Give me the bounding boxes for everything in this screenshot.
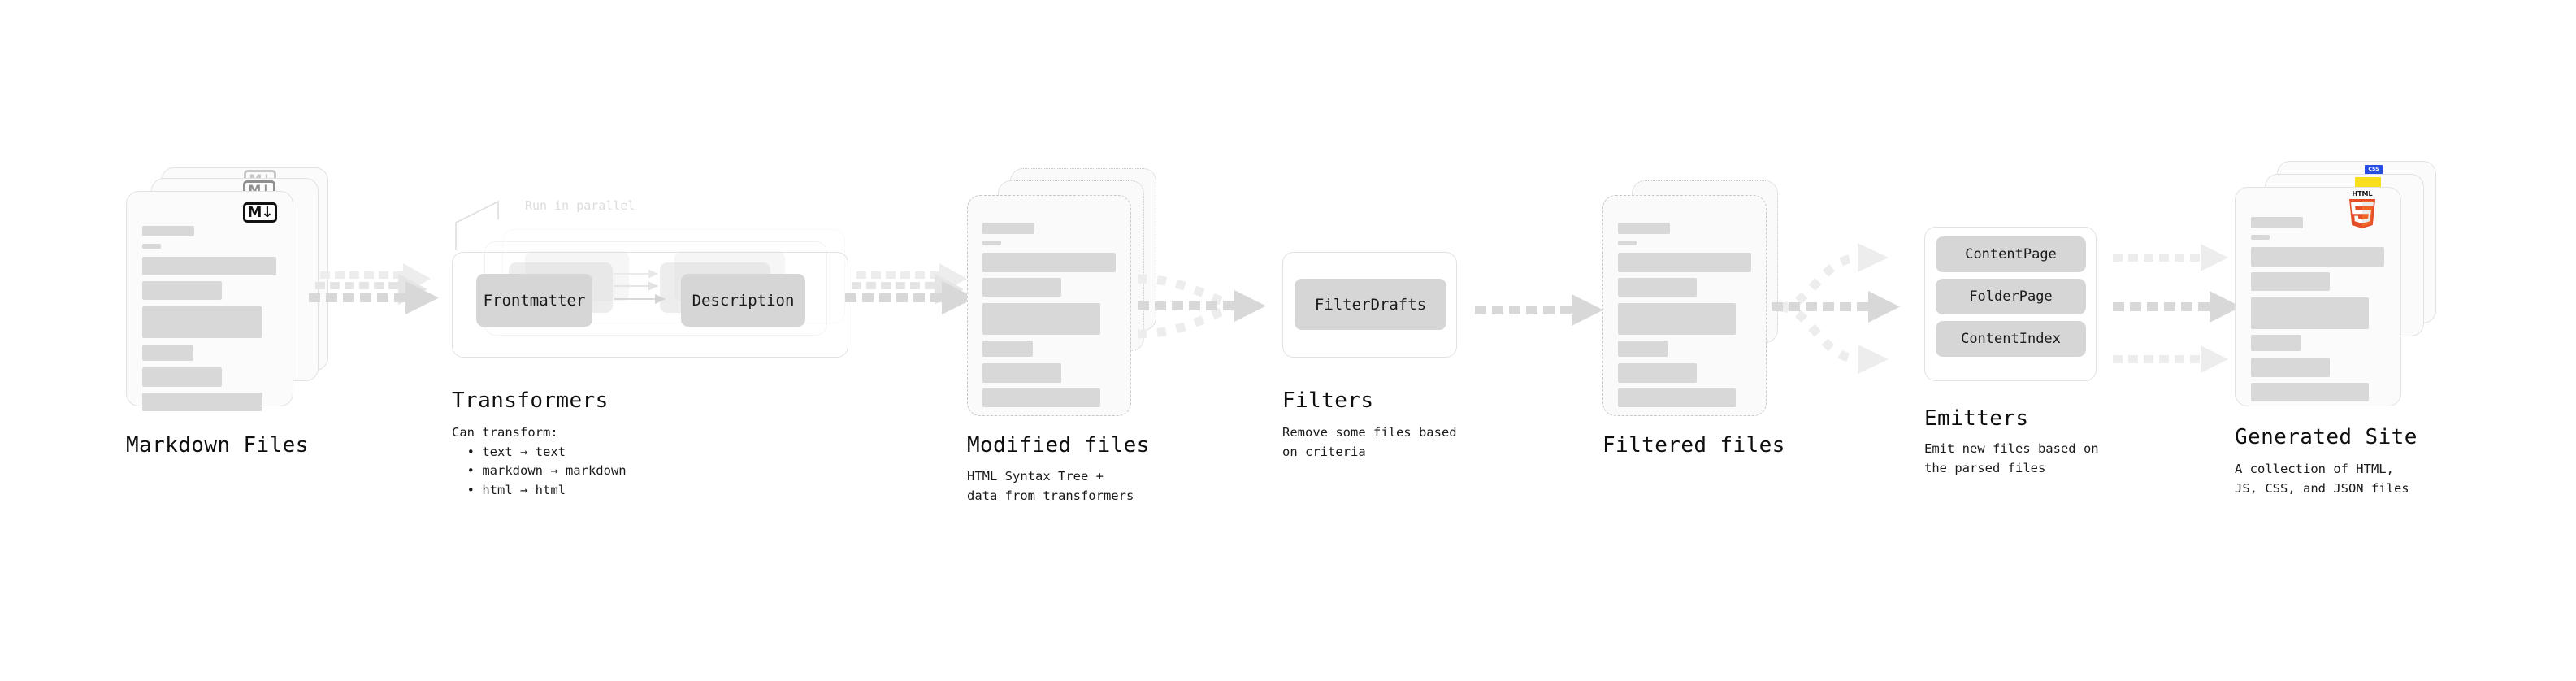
doc-bar [142, 393, 262, 411]
doc-bar [1618, 303, 1736, 335]
stage-title-generated-site: Generated Site [2235, 425, 2418, 449]
doc-bar [982, 388, 1100, 407]
arrow-transformers-to-modified [845, 263, 975, 314]
filters-container [1282, 252, 1457, 358]
doc-bar [982, 363, 1061, 383]
doc-bar [2251, 217, 2303, 228]
doc-bar [2251, 335, 2301, 351]
doc-bar [2251, 247, 2384, 267]
doc-bar [2251, 383, 2369, 401]
doc-bar [982, 223, 1034, 234]
doc-bar [142, 244, 161, 249]
stage-title-filtered-files: Filtered files [1602, 433, 1785, 458]
transformer-chip-frontmatter[interactable]: Frontmatter [476, 274, 592, 327]
transformer-chip-description[interactable]: Description [681, 274, 805, 327]
stage-title-modified-files: Modified files [967, 433, 1150, 458]
transformers-container [452, 252, 848, 358]
svg-text:HTML: HTML [2352, 190, 2372, 197]
doc-bar [142, 367, 222, 387]
stage-subtitle-modified-files: HTML Syntax Tree + data from transformer… [967, 469, 1134, 503]
doc-bar [982, 241, 1001, 245]
doc-bar [1618, 388, 1736, 407]
stage-title-filters: Filters [1282, 388, 1374, 413]
doc-bar [142, 281, 222, 300]
doc-bar [2251, 272, 2330, 291]
doc-bar [2251, 358, 2330, 377]
emitters-container [1924, 227, 2097, 381]
arrow-markdown-to-transformers [309, 263, 439, 314]
doc-bar [142, 345, 193, 361]
run-in-parallel-label: Run in parallel [525, 198, 635, 213]
doc-bar [982, 253, 1116, 272]
stage-title-emitters: Emitters [1924, 406, 2029, 431]
emitter-chip-contentindex[interactable]: ContentIndex [1936, 321, 2086, 357]
doc-bar [1618, 363, 1697, 383]
doc-bar [142, 226, 194, 236]
doc-bar [1618, 253, 1751, 272]
doc-bar [1618, 340, 1668, 357]
arrow-filtered-to-emitters [1772, 243, 1900, 374]
stage-title-transformers: Transformers [452, 388, 609, 413]
doc-bar [982, 303, 1100, 335]
css-badge: CSS [2365, 165, 2383, 175]
stage-subtitle-generated-site: A collection of HTML, JS, CSS, and JSON … [2235, 462, 2409, 496]
stage-subtitle-emitters: Emit new files based on the parsed files [1924, 441, 2099, 475]
emitter-chip-folderpage[interactable]: FolderPage [1936, 279, 2086, 314]
transformer-internal-arrows [614, 269, 666, 304]
run-in-parallel-bracket [455, 200, 499, 250]
html5-icon: HTML [2349, 190, 2375, 228]
stage-subtitle-transformers: Can transform: • text → text • markdown … [452, 425, 627, 497]
stage-title-markdown-files: Markdown Files [126, 433, 309, 458]
arrow-emitters-to-site [2113, 244, 2241, 373]
stage-subtitle-filters: Remove some files based on criteria [1282, 425, 1457, 459]
filter-chip-filterdrafts[interactable]: FilterDrafts [1295, 279, 1446, 330]
doc-bar [982, 278, 1061, 297]
doc-bar [1618, 241, 1637, 245]
doc-bar [142, 257, 276, 275]
doc-bar [142, 306, 262, 338]
doc-bar [1618, 278, 1697, 297]
arrow-filters-to-filtered [1475, 294, 1603, 326]
doc-bar [982, 340, 1033, 357]
doc-bar [1618, 223, 1670, 234]
doc-bar [2251, 297, 2369, 329]
emitter-chip-contentpage[interactable]: ContentPage [1936, 236, 2086, 272]
markdown-icon: M↓ [243, 202, 277, 223]
arrow-modified-to-filters [1137, 274, 1266, 339]
doc-bar [2251, 235, 2270, 240]
